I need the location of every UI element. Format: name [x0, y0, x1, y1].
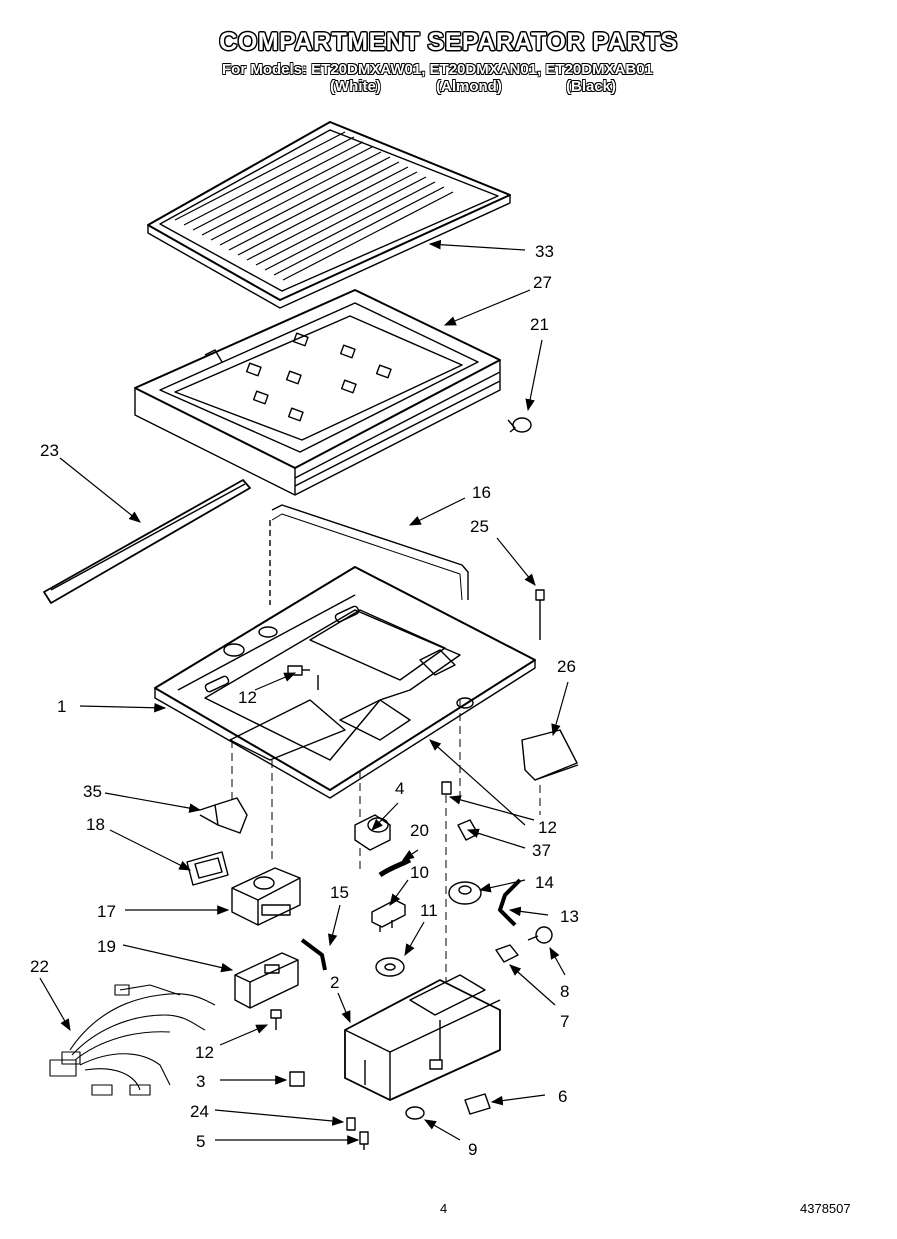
callout-16: 16 — [472, 483, 491, 502]
tube-part-20 — [378, 857, 412, 878]
page-number: 4 — [440, 1201, 448, 1216]
grommet-part-11 — [375, 957, 405, 977]
color-black: (Black) — [566, 78, 617, 95]
callout-12-right: 12 — [538, 818, 557, 837]
callout-13: 13 — [560, 907, 579, 926]
callout-leaders — [39, 239, 569, 1145]
callout-24: 24 — [190, 1102, 209, 1121]
callout-8: 8 — [560, 982, 569, 1001]
callout-15: 15 — [330, 883, 349, 902]
nut-part-9 — [405, 1106, 425, 1120]
tube-part-15 — [300, 938, 327, 971]
callout-22: 22 — [30, 957, 49, 976]
connector-part-6 — [464, 1093, 491, 1115]
callout-7: 7 — [560, 1012, 569, 1031]
housing-part-2 — [344, 974, 501, 1101]
callout-20: 20 — [410, 821, 429, 840]
callout-26: 26 — [557, 657, 576, 676]
callout-6: 6 — [558, 1087, 567, 1106]
callout-18: 18 — [86, 815, 105, 834]
screw-part-24 — [346, 1117, 356, 1131]
callout-4: 4 — [395, 779, 404, 798]
screw-part-12-left — [270, 1009, 282, 1030]
callout-37: 37 — [532, 841, 551, 860]
callout-3: 3 — [196, 1072, 205, 1091]
screw-part-5 — [359, 1131, 369, 1150]
trim-part-23 — [43, 479, 251, 604]
callout-12-plate: 12 — [238, 688, 257, 707]
callout-21: 21 — [530, 315, 549, 334]
callout-19: 19 — [97, 937, 116, 956]
callout-23: 23 — [40, 441, 59, 460]
socket-part-7 — [495, 944, 519, 963]
callout-2: 2 — [330, 973, 339, 992]
page-title: COMPARTMENT SEPARATOR PARTS — [219, 28, 678, 56]
clip-part-3 — [289, 1071, 305, 1087]
callout-11: 11 — [420, 901, 438, 920]
grille-part-33 — [147, 121, 511, 309]
callout-10: 10 — [410, 863, 429, 882]
callout-27: 27 — [533, 273, 552, 292]
screw-part-25 — [535, 589, 545, 640]
fan-part-14 — [448, 881, 482, 905]
switch-part-10 — [371, 899, 406, 932]
wire-harness-part-22 — [49, 984, 216, 1096]
callout-17: 17 — [97, 902, 116, 921]
base-plate-part-1 — [154, 566, 536, 799]
bracket-part-19 — [234, 952, 299, 1009]
callout-25: 25 — [470, 517, 489, 536]
callout-33: 33 — [535, 242, 554, 261]
callout-1: 1 — [57, 697, 66, 716]
callout-9: 9 — [468, 1140, 477, 1159]
bulb-part-8 — [527, 926, 553, 944]
callout-14: 14 — [535, 873, 554, 892]
tube-part-16 — [269, 504, 469, 605]
callout-5: 5 — [196, 1132, 205, 1151]
thermostat-part-4 — [354, 814, 391, 851]
heater-part-13 — [498, 878, 522, 927]
frame-part-27 — [134, 289, 501, 496]
callout-labels: 33 27 21 23 16 25 26 1 12 12 35 4 20 37 … — [30, 242, 579, 1159]
models-line: For Models: ET20DMXAW01, ET20DMXAN01, ET… — [222, 61, 653, 78]
clip-part-21 — [507, 417, 532, 433]
doc-number: 4378507 — [800, 1201, 851, 1216]
callout-35: 35 — [83, 782, 102, 801]
color-white: (White) — [330, 78, 381, 95]
color-almond: (Almond) — [436, 78, 502, 95]
knob-part-35 — [199, 797, 248, 834]
shield-part-26 — [521, 729, 579, 781]
callout-12-left: 12 — [195, 1043, 214, 1062]
control-housing-part-17 — [231, 867, 301, 926]
bezel-part-18 — [186, 851, 229, 886]
